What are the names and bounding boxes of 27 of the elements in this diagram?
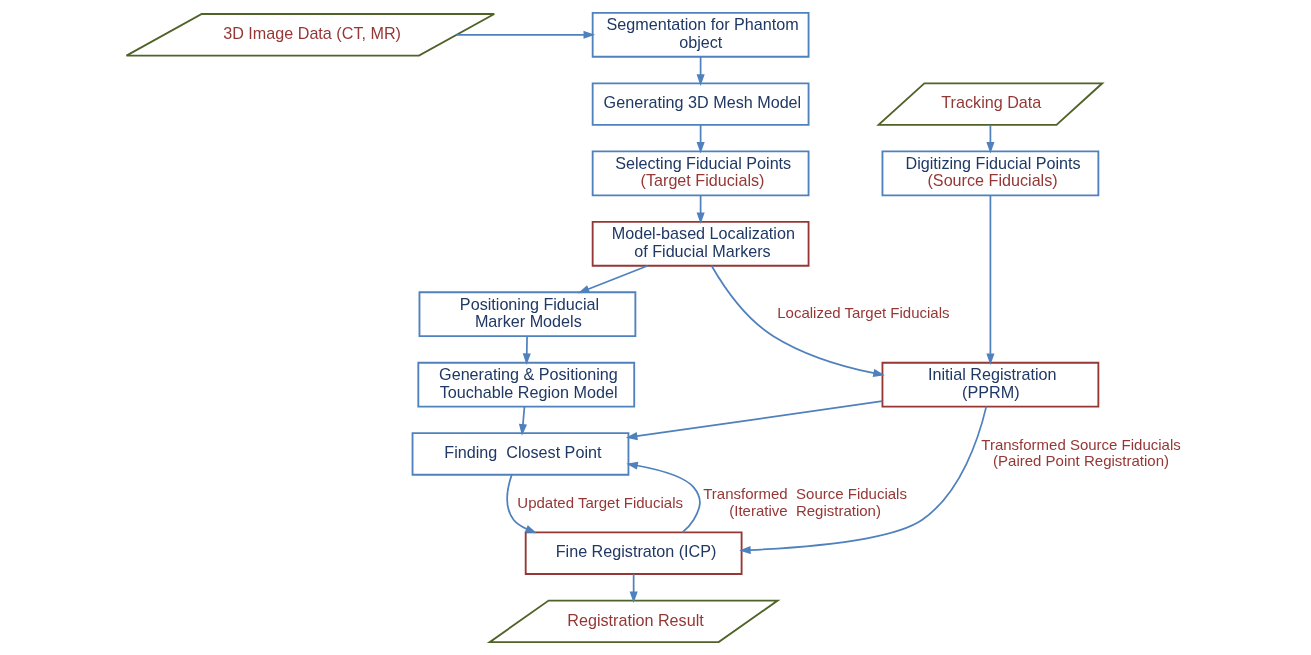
arrow — [696, 194, 705, 225]
node-box: Digitizing Fiducial Points (Source Fiducials) — [881, 150, 1100, 197]
node-box: Initial Registration (PPRM) — [881, 361, 1100, 408]
arrow — [625, 400, 884, 441]
node-box: Fine Registraton (ICP) — [524, 531, 743, 575]
arrow — [696, 55, 705, 86]
edge-label: Transformed Source Fiducials (Iterative Registration) — [703, 485, 907, 519]
arrow — [710, 264, 885, 377]
node-box: Model-based Localization of Fiducial Markers — [591, 220, 810, 267]
node-box: Selecting Fiducial Points (Target Fiducials) — [591, 150, 810, 197]
node-box: Generating & Positioning Touchable Region Model — [417, 361, 636, 408]
node-box: Generating 3D Mesh Model — [591, 82, 810, 126]
node-box: Positioning Fiducial Marker Models — [418, 291, 637, 338]
arrow — [986, 194, 995, 366]
edge-label: Updated Target Fiducials — [517, 493, 683, 511]
node-box: Finding Closest Point — [411, 432, 630, 476]
arrow — [577, 264, 649, 294]
arrow — [522, 335, 531, 365]
node-box: Segmentation for Phantom object — [591, 11, 810, 58]
edge-label: Localized Target Fiducials — [777, 304, 950, 322]
arrow — [455, 30, 596, 39]
arrow — [626, 461, 701, 534]
edge-label: Transformed Source Fiducials (Paired Point Registration) — [981, 435, 1181, 469]
arrow — [506, 474, 537, 534]
arrow — [629, 573, 638, 604]
arrow — [518, 405, 527, 436]
arrow — [739, 405, 988, 555]
